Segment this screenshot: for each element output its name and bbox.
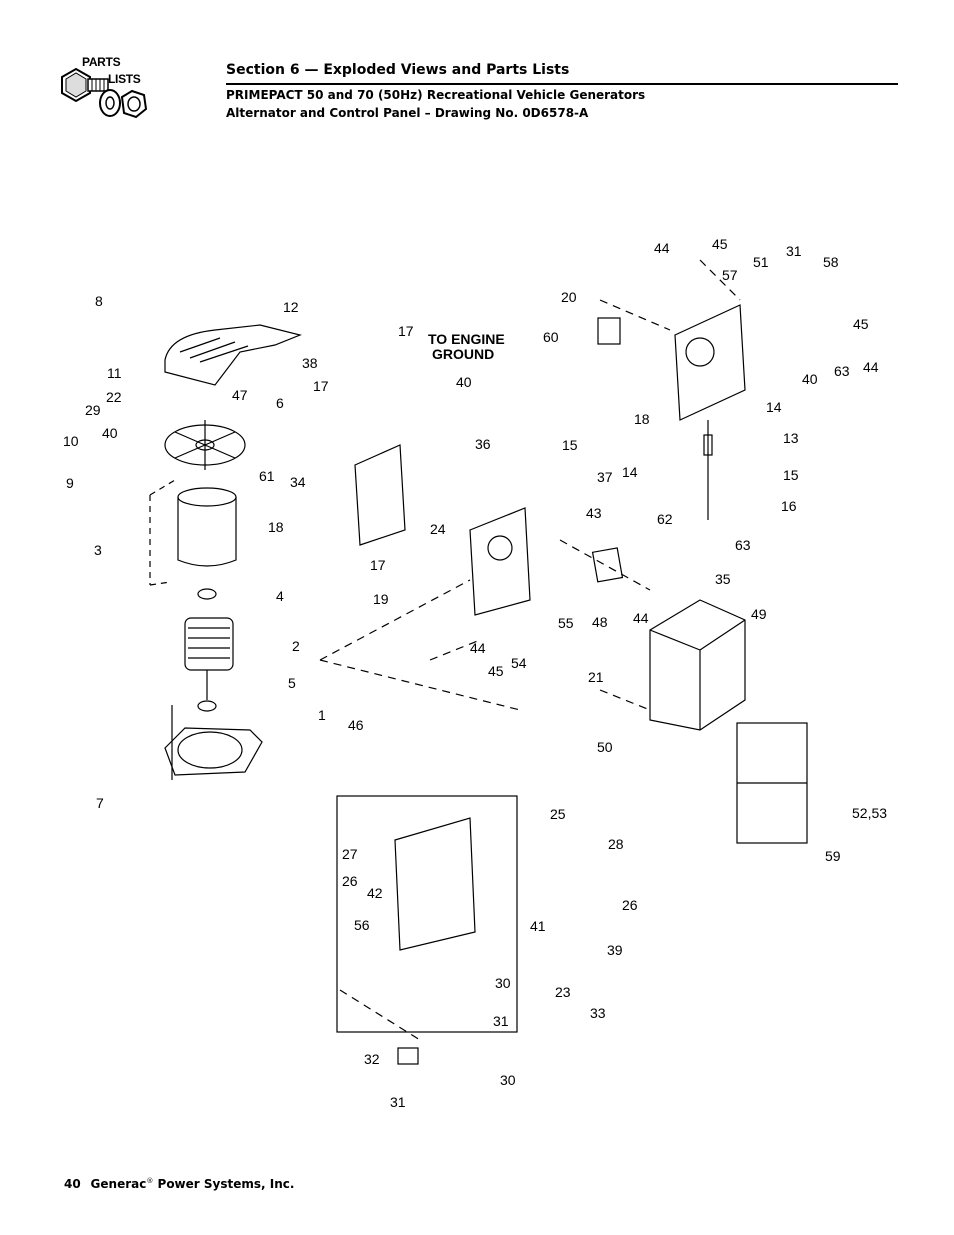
callout-label: 62 [657, 511, 673, 527]
callout-label: 45 [853, 316, 869, 332]
callout-label: 57 [722, 267, 738, 283]
callout-label: 33 [590, 1005, 606, 1021]
callout-label: 44 [863, 359, 879, 375]
engine-ground-note-2: GROUND [432, 346, 494, 362]
callout-label: 50 [597, 739, 613, 755]
callout-label: 15 [783, 467, 799, 483]
callout-label: 24 [430, 521, 446, 537]
callout-label: 27 [342, 846, 358, 862]
callout-label: 35 [715, 571, 731, 587]
callout-label: 56 [354, 917, 370, 933]
callout-label: 8 [95, 293, 103, 309]
company-name: Generac [90, 1177, 147, 1191]
callout-label: 22 [106, 389, 122, 405]
callout-label: 10 [63, 433, 79, 449]
page-number: 40 [64, 1177, 81, 1191]
callout-label: 31 [786, 243, 802, 259]
callout-label: 39 [607, 942, 623, 958]
callout-label: 47 [232, 387, 248, 403]
callout-label: 14 [766, 399, 782, 415]
callout-label: 15 [562, 437, 578, 453]
callout-label: 28 [608, 836, 624, 852]
callout-label: 38 [302, 355, 318, 371]
callout-label: 12 [283, 299, 299, 315]
callout-label: 44 [633, 610, 649, 626]
callout-label: 48 [592, 614, 608, 630]
callout-label: 13 [783, 430, 799, 446]
callout-label: 21 [588, 669, 604, 685]
page-footer: 40 Generac® Power Systems, Inc. [64, 1177, 294, 1191]
callout-label: 9 [66, 475, 74, 491]
logo-parts-label: PARTS [82, 55, 121, 69]
callout-label: 36 [475, 436, 491, 452]
callout-label: 49 [751, 606, 767, 622]
callout-label: 19 [373, 591, 389, 607]
callout-label: 20 [561, 289, 577, 305]
callout-label: 26 [622, 897, 638, 913]
drawing-subtitle-1: PRIMEPACT 50 and 70 (50Hz) Recreational … [226, 88, 646, 102]
callout-label: 42 [367, 885, 383, 901]
parts-lists-logo-icon [61, 67, 148, 119]
callout-label: 23 [555, 984, 571, 1000]
callout-label: 6 [276, 395, 284, 411]
callout-label: 41 [530, 918, 546, 934]
callout-label: 16 [781, 498, 797, 514]
callout-label: 46 [348, 717, 364, 733]
callout-label: 25 [550, 806, 566, 822]
callout-label: 17 [398, 323, 414, 339]
callout-label: 54 [511, 655, 527, 671]
callout-label: 4 [276, 588, 284, 604]
callout-label: 18 [634, 411, 650, 427]
callout-label: 63 [834, 363, 850, 379]
callout-label: 2 [292, 638, 300, 654]
callout-label: 63 [735, 537, 751, 553]
callout-label: 31 [390, 1094, 406, 1110]
callout-label: 51 [753, 254, 769, 270]
callout-label: 3 [94, 542, 102, 558]
callout-label: 29 [85, 402, 101, 418]
callout-label: 14 [622, 464, 638, 480]
callout-label: 58 [823, 254, 839, 270]
callout-label: 40 [102, 425, 118, 441]
callout-label: 1 [318, 707, 326, 723]
callout-label: 37 [597, 469, 613, 485]
callout-label: 44 [470, 640, 486, 656]
callout-label: 45 [712, 236, 728, 252]
callout-label: 40 [456, 374, 472, 390]
company-suffix: Power Systems, Inc. [153, 1177, 295, 1191]
callout-label: 60 [543, 329, 559, 345]
callout-label: 34 [290, 474, 306, 490]
callout-label: 11 [107, 365, 122, 381]
callout-label: 31 [493, 1013, 509, 1029]
callout-label: 52,53 [852, 805, 887, 821]
callout-label: 59 [825, 848, 841, 864]
callout-label: 44 [654, 240, 670, 256]
engine-ground-note-1: TO ENGINE [428, 331, 505, 347]
page-header: Section 6 — Exploded Views and Parts Lis… [226, 62, 898, 121]
callout-label: 17 [370, 557, 386, 573]
callout-label: 32 [364, 1051, 380, 1067]
callout-label: 17 [313, 378, 329, 394]
registered-mark: ® [146, 1177, 154, 1185]
callout-label: 30 [500, 1072, 516, 1088]
callout-label: 7 [96, 795, 104, 811]
callout-label: 45 [488, 663, 504, 679]
callout-label: 5 [288, 675, 296, 691]
callout-label: 26 [342, 873, 358, 889]
callout-label: 30 [495, 975, 511, 991]
callout-label: 40 [802, 371, 818, 387]
callout-label: 18 [268, 519, 284, 535]
drawing-subtitle-2: Alternator and Control Panel – Drawing N… [226, 106, 589, 120]
logo-lists-label: LISTS [108, 72, 141, 86]
callout-label: 43 [586, 505, 602, 521]
section-title: Section 6 — Exploded Views and Parts Lis… [226, 62, 898, 85]
callout-label: 61 [259, 468, 275, 484]
callout-label: 55 [558, 615, 574, 631]
